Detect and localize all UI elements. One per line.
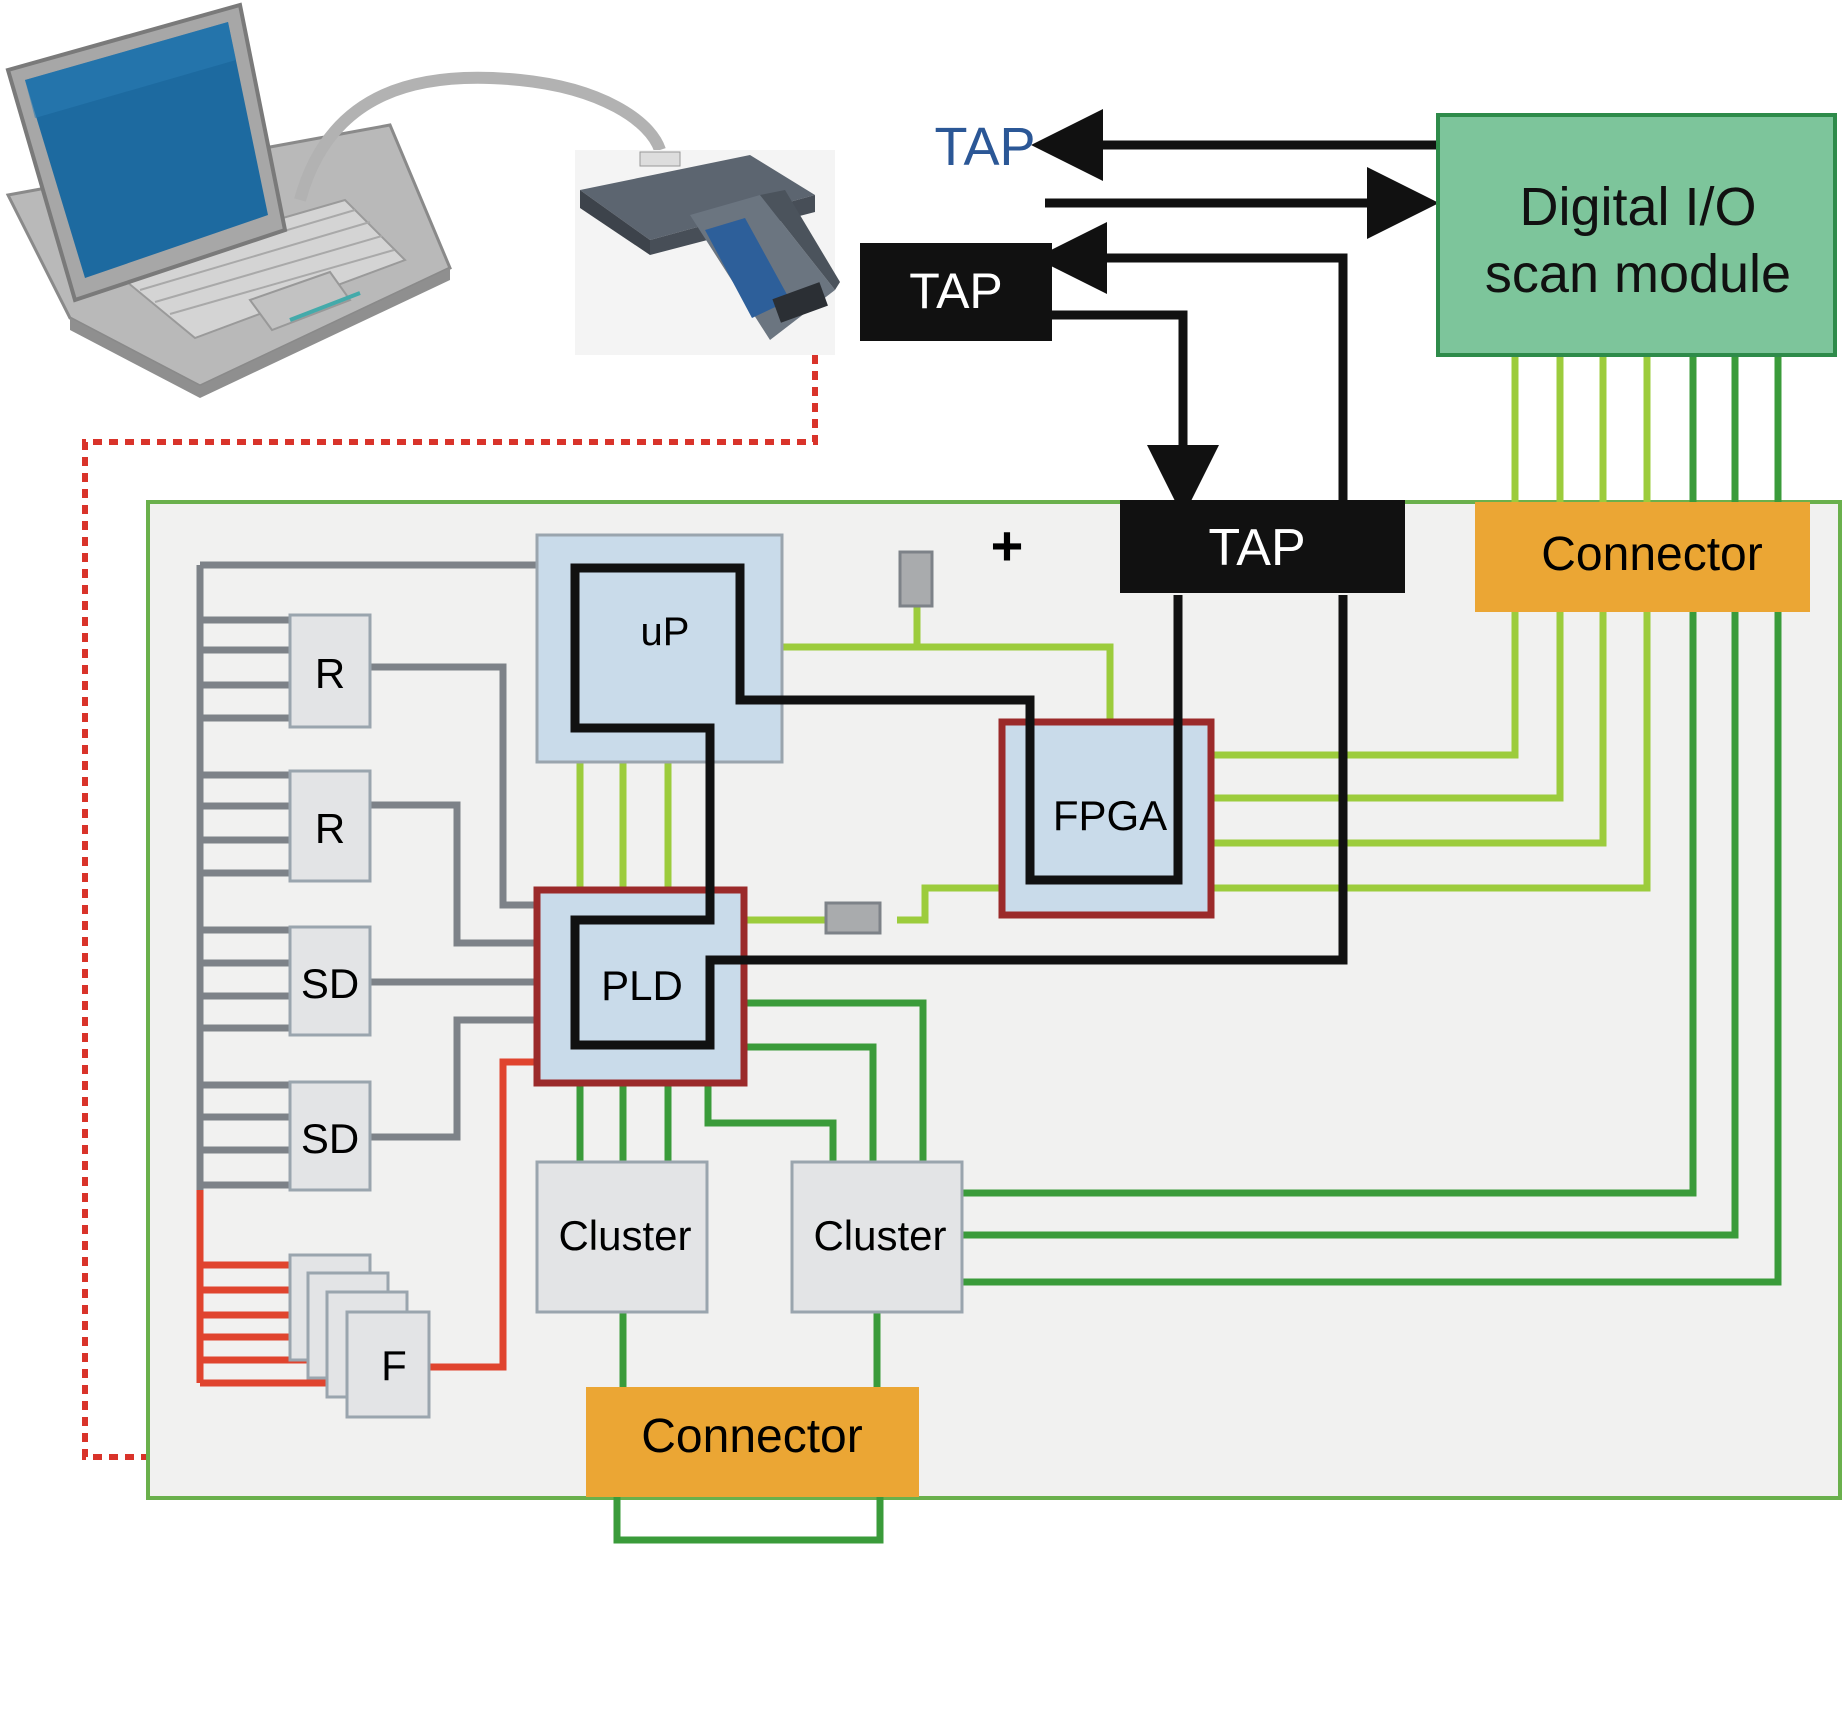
flash-label: F [381,1342,407,1389]
controller-tap-label: TAP [909,263,1003,319]
sd1-label: SD [301,960,359,1007]
cluster1-label: Cluster [558,1212,691,1259]
fpga-label: FPGA [1053,792,1167,839]
sd-2: SD [288,1080,372,1192]
flash-stack: F [288,1253,431,1419]
pld-label: PLD [601,962,683,1009]
dark-green-traces [576,355,1782,1544]
grey-bus-traces [196,561,537,1190]
cluster-1: Cluster [535,1160,709,1314]
cluster-2: Cluster [790,1160,964,1314]
board-tap-label: TAP [1208,519,1305,577]
controller-tap: TAP [860,243,1052,341]
up-label: uP [641,610,690,654]
usb-cable [294,71,666,202]
connector-bottom: Connector [586,1387,919,1497]
connector-bottom-label: Connector [641,1410,862,1463]
tap-text-label: TAP [934,117,1035,177]
sd-1: SD [288,925,372,1037]
r2-label: R [315,805,345,852]
digital-io-line2: scan module [1485,244,1791,304]
board-tap: TAP [1120,500,1405,593]
r1-label: R [315,650,345,697]
tap-arrows [1031,109,1439,239]
small-component-top [898,550,934,608]
jtag-chain [570,222,1348,1050]
flash-programming-line [82,355,818,1460]
cluster2-label: Cluster [813,1212,946,1259]
connector-right: Connector [1475,502,1810,612]
small-component-middle [824,901,882,935]
digital-io-line1: Digital I/O [1519,177,1756,237]
plus-label: + [991,514,1024,577]
laptop-icon [5,2,452,398]
sd2-label: SD [301,1115,359,1162]
jtag-controller-icon [575,150,840,355]
resistor-1: R [288,613,372,729]
connector-right-label: Connector [1541,528,1762,581]
resistor-2: R [288,769,372,883]
digital-io-scan-module: Digital I/O scan module [1436,113,1837,357]
